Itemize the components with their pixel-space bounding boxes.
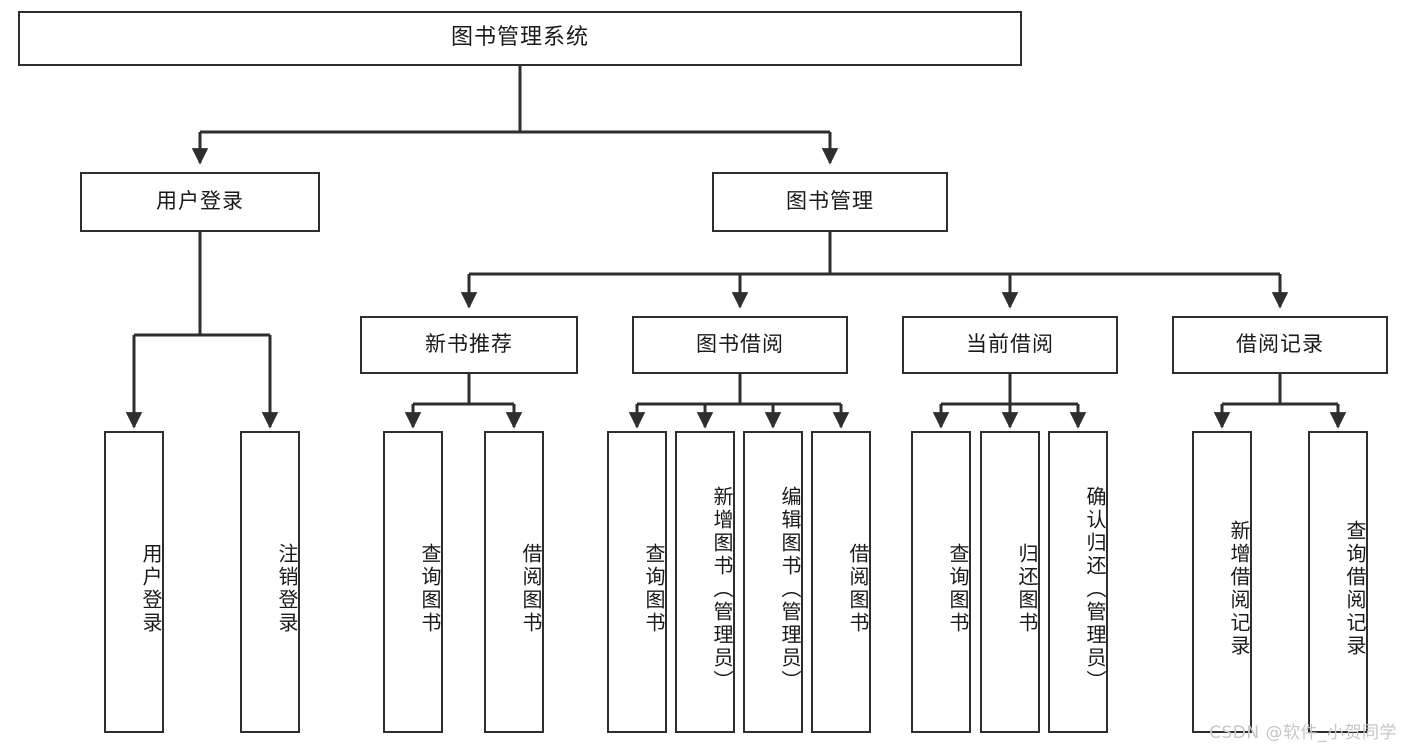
leaf-label: 借阅图书 — [519, 543, 543, 635]
leaf-cb-return-book[interactable]: 归还图书 — [980, 431, 1040, 733]
leaf-nb-query-book[interactable]: 查询图书 — [383, 431, 443, 733]
node-current-borrow[interactable]: 当前借阅 — [902, 316, 1118, 374]
leaf-br-query-record[interactable]: 查询借阅记录 — [1308, 431, 1368, 733]
leaf-label: 用户登录 — [139, 543, 163, 635]
leaf-label: 借阅图书 — [846, 543, 870, 635]
leaf-label: 新增借阅记录 — [1227, 520, 1251, 658]
csdn-watermark: CSDN @软件_小贺同学 — [1209, 723, 1397, 743]
leaf-label: 注销登录 — [275, 543, 299, 635]
leaf-logout[interactable]: 注销登录 — [240, 431, 300, 733]
node-user-login[interactable]: 用户登录 — [80, 172, 320, 232]
leaf-label: 归还图书 — [1015, 543, 1039, 635]
node-book-borrow[interactable]: 图书借阅 — [632, 316, 848, 374]
node-new-book-recommend[interactable]: 新书推荐 — [360, 316, 578, 374]
leaf-user-login[interactable]: 用户登录 — [104, 431, 164, 733]
leaf-label: 查询图书 — [642, 543, 666, 635]
leaf-label: 查询图书 — [946, 543, 970, 635]
leaf-label: 查询借阅记录 — [1343, 520, 1367, 658]
node-borrow-record[interactable]: 借阅记录 — [1172, 316, 1388, 374]
leaf-label: 新增图书（管理员） — [710, 485, 734, 693]
leaf-label: 编辑图书（管理员） — [778, 485, 802, 693]
node-book-management[interactable]: 图书管理 — [712, 172, 948, 232]
leaf-bb-edit-book[interactable]: 编辑图书（管理员） — [743, 431, 803, 733]
leaf-cb-confirm-return[interactable]: 确认归还（管理员） — [1048, 431, 1108, 733]
leaf-cb-query-book[interactable]: 查询图书 — [911, 431, 971, 733]
leaf-bb-query-book[interactable]: 查询图书 — [607, 431, 667, 733]
leaf-label: 查询图书 — [418, 543, 442, 635]
leaf-bb-borrow-book[interactable]: 借阅图书 — [811, 431, 871, 733]
leaf-nb-borrow-book[interactable]: 借阅图书 — [484, 431, 544, 733]
leaf-bb-add-book[interactable]: 新增图书（管理员） — [675, 431, 735, 733]
node-root-system[interactable]: 图书管理系统 — [18, 11, 1022, 66]
leaf-br-add-record[interactable]: 新增借阅记录 — [1192, 431, 1252, 733]
leaf-label: 确认归还（管理员） — [1083, 485, 1107, 693]
